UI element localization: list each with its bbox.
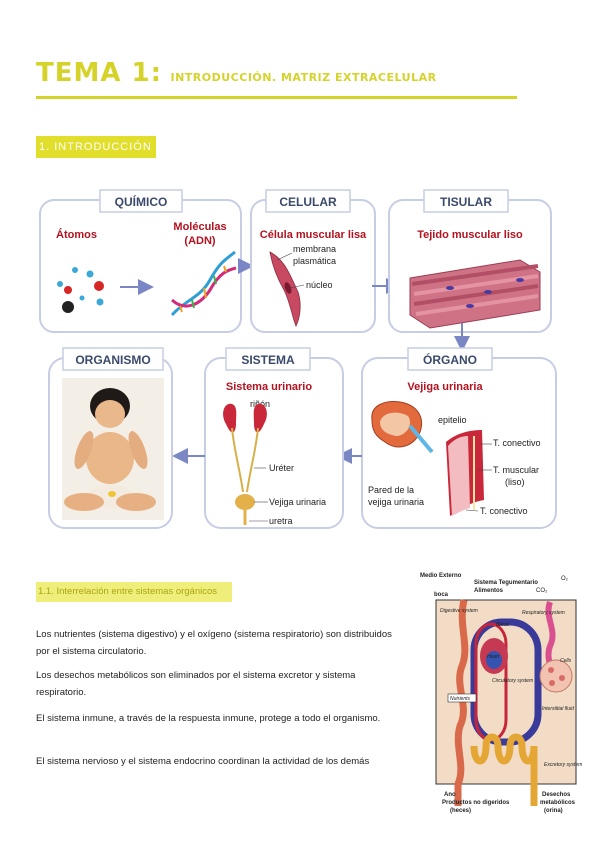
- circulatory-loop-icon: [470, 618, 542, 746]
- label-membrane-2: plasmática: [293, 256, 336, 266]
- label-tegumentario: Sistema Tegumentario: [474, 580, 538, 586]
- label-excretory: Excretory system: [544, 762, 582, 768]
- label-nutrients: Nutrients: [450, 696, 471, 702]
- label-connective-2: T. conectivo: [480, 506, 528, 516]
- label-orina: (orina): [544, 808, 563, 814]
- box-title-celular: CELULAR: [279, 195, 337, 209]
- label-desechos: Desechos: [542, 792, 571, 798]
- box-title-organismo: ORGANISMO: [75, 353, 150, 367]
- label-no-digeridos: Productos no digeridos: [442, 800, 510, 806]
- dna-icon: [170, 250, 237, 317]
- label-interstitial: Interstitial fluid: [542, 706, 574, 712]
- label-boca: boca: [434, 592, 449, 598]
- label-system: Sistema urinario: [226, 381, 312, 393]
- label-wall-1: Pared de la: [368, 485, 414, 495]
- label-respiratory: Respiratory system: [522, 610, 565, 616]
- page-title: TEMA 1: INTRODUCCIÓN. MATRIZ EXTRACELULA…: [36, 58, 437, 88]
- cells-icon: [539, 659, 573, 693]
- label-organ: Vejiga urinaria: [407, 381, 483, 393]
- urinary-system-icon: [223, 403, 268, 525]
- baby-photo: [62, 378, 164, 520]
- label-metabolicos: metabólicos: [540, 800, 576, 806]
- label-ano: Ano: [444, 792, 456, 798]
- systems-interrelation-figure: Medio Externo Sistema Tegumentario boca …: [420, 573, 582, 814]
- smooth-muscle-cell-icon: [269, 251, 305, 327]
- box-sistema: SISTEMA Sistema urinario riñón Uréter Ve…: [204, 347, 344, 529]
- paragraph-nervous: El sistema nervioso y el sistema endocri…: [36, 756, 370, 767]
- label-medio-externo: Medio Externo: [420, 573, 462, 579]
- label-muscular-1: T. muscular: [493, 465, 539, 475]
- label-tissue: Tejido muscular liso: [417, 229, 523, 241]
- label-nucleus: núcleo: [306, 280, 333, 290]
- title-sub: INTRODUCCIÓN. MATRIZ EXTRACELULAR: [170, 71, 437, 84]
- atoms-icon: [57, 267, 104, 313]
- label-circulatory: Circulatory system: [492, 678, 533, 684]
- organization-levels-diagram: QUÍMICO Átomos Moléculas (ADN): [39, 189, 557, 529]
- box-organismo: ORGANISMO: [48, 347, 173, 529]
- paragraph-immune: El sistema inmune, a través de la respue…: [36, 713, 381, 724]
- label-atoms: Átomos: [56, 228, 97, 241]
- muscle-tissue-icon: [409, 259, 541, 329]
- label-blood: Blood: [496, 622, 509, 628]
- box-celular: CELULAR Célula muscular lisa membrana pl…: [250, 189, 376, 333]
- box-organo: ÓRGANO Vejiga urinaria epitelio T. conec…: [361, 347, 557, 529]
- label-dna: (ADN): [184, 235, 215, 247]
- label-cells: Cells: [560, 658, 572, 664]
- label-muscular-2: (liso): [505, 477, 525, 487]
- label-o2: O₂: [561, 576, 569, 582]
- title-main: TEMA 1:: [36, 58, 163, 88]
- box-tisular: TISULAR Tejido muscular liso: [388, 189, 552, 333]
- label-molecules: Moléculas: [173, 221, 226, 233]
- label-ureter: Uréter: [269, 463, 294, 473]
- label-heart: Heart: [487, 654, 500, 660]
- label-cell: Célula muscular lisa: [260, 229, 367, 241]
- title-underline: [36, 96, 517, 99]
- label-digestive: Digestive system: [440, 608, 478, 614]
- label-membrane-1: membrana: [293, 244, 336, 254]
- label-urethra: uretra: [269, 516, 293, 526]
- label-alimentos: Alimentos: [474, 588, 504, 594]
- label-heces: (heces): [450, 808, 471, 814]
- box-title-sistema: SISTEMA: [241, 353, 295, 367]
- label-connective-1: T. conectivo: [493, 438, 541, 448]
- label-epithelium: epitelio: [438, 415, 467, 425]
- paragraph-nutrients: Los nutrientes (sistema digestivo) y el …: [36, 629, 392, 657]
- label-co2: CO₂: [536, 588, 548, 594]
- box-title-organo: ÓRGANO: [423, 352, 477, 367]
- label-bladder: Vejiga urinaria: [269, 497, 326, 507]
- excretory-icon: [470, 733, 538, 806]
- section-badge: 1. INTRODUCCIÓN: [36, 136, 156, 158]
- box-quimico: QUÍMICO Átomos Moléculas (ADN): [39, 189, 242, 333]
- label-wall-2: vejiga urinaria: [368, 497, 424, 507]
- bladder-icon: [371, 401, 484, 516]
- paragraph-waste: Los desechos metabólicos son eliminados …: [36, 670, 356, 698]
- box-title-tisular: TISULAR: [440, 195, 492, 209]
- subsection-badge: 1.1. Interrelación entre sistemas orgáni…: [36, 582, 232, 602]
- box-title-quimico: QUÍMICO: [115, 194, 168, 209]
